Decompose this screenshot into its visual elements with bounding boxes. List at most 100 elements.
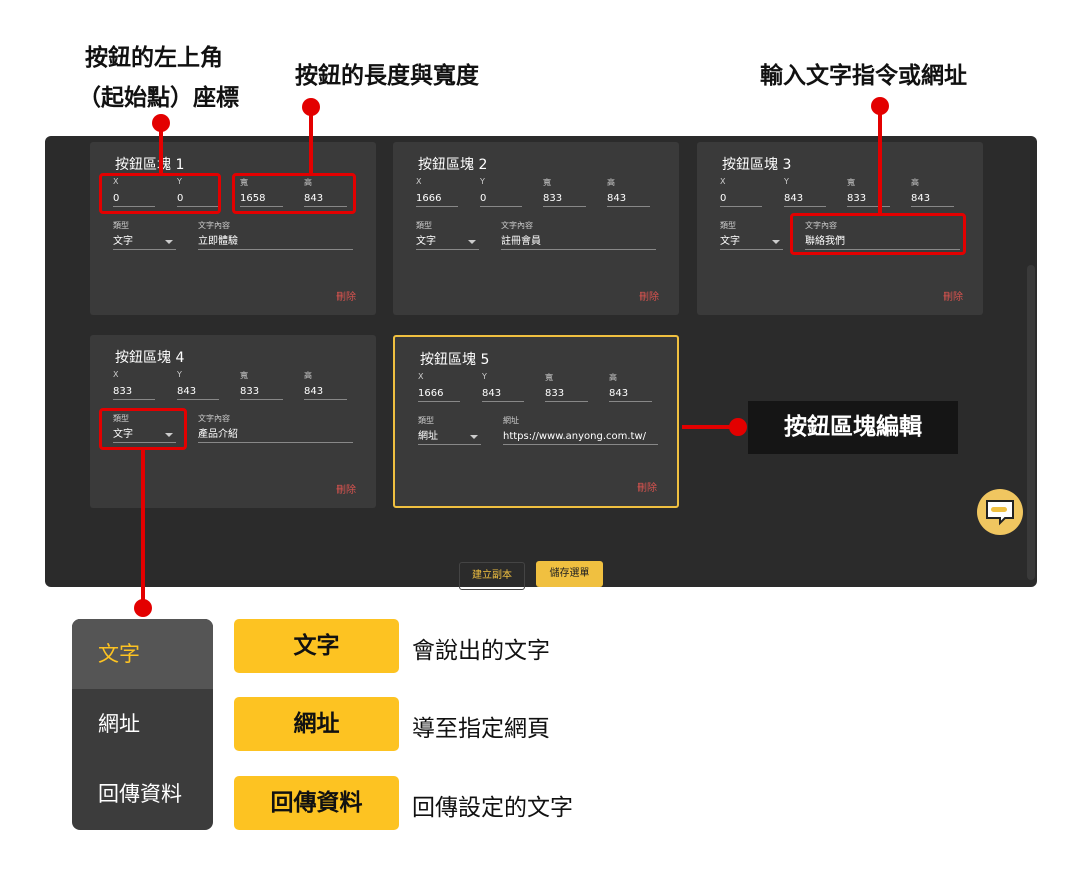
content-value: 註冊會員 <box>501 236 541 247</box>
height-field[interactable]: 高 843 <box>304 371 347 400</box>
chevron-down-icon <box>470 435 478 439</box>
y-label: Y <box>177 370 182 379</box>
annotation-content: 輸入文字指令或網址 <box>760 63 967 89</box>
y-value: 843 <box>784 193 804 204</box>
type-field[interactable]: 類型文字 <box>720 221 783 250</box>
card-title: 按鈕區塊 5 <box>420 352 490 368</box>
width-label: 寬 <box>240 371 248 380</box>
height-value: 843 <box>607 193 627 204</box>
height-field[interactable]: 高 843 <box>609 373 652 402</box>
y-label: Y <box>177 177 182 186</box>
chat-bubble-icon <box>986 500 1014 526</box>
legend-desc-url: 導至指定網頁 <box>412 716 550 742</box>
width-label: 寬 <box>847 178 855 187</box>
menu-item-postback[interactable]: 回傳資料 <box>98 782 182 806</box>
height-value: 843 <box>304 386 324 397</box>
width-value: 833 <box>545 388 565 399</box>
card-title: 按鈕區塊 3 <box>722 157 792 173</box>
content-value: 產品介紹 <box>198 429 238 440</box>
card-title: 按鈕區塊 4 <box>115 350 185 366</box>
content-value: 立即體驗 <box>198 236 238 247</box>
x-value: 833 <box>113 386 133 397</box>
delete-button[interactable]: 刪除 <box>336 485 356 496</box>
card-title: 按鈕區塊 1 <box>115 157 185 173</box>
card-title: 按鈕區塊 2 <box>418 157 488 173</box>
content-field[interactable]: 文字內容聯絡我們 <box>805 221 960 250</box>
y-label: Y <box>482 372 487 381</box>
x-value: 1666 <box>416 193 442 204</box>
scrollbar[interactable] <box>1027 265 1035 580</box>
type-dropdown-menu: 文字 網址 回傳資料 <box>72 619 213 830</box>
height-label: 高 <box>304 371 312 380</box>
highlight-xy <box>99 173 221 214</box>
content-field[interactable]: 文字內容立即體驗 <box>198 221 353 250</box>
height-label: 高 <box>609 373 617 382</box>
x-label: X <box>720 177 726 186</box>
annotation-dot <box>729 418 747 436</box>
height-value: 843 <box>304 193 324 204</box>
content-field[interactable]: 文字內容產品介紹 <box>198 414 353 443</box>
annotation-edit-label: 按鈕區塊編輯 <box>748 401 958 454</box>
type-value: 文字 <box>416 236 436 247</box>
annotation-dot <box>134 599 152 617</box>
width-value: 833 <box>543 193 563 204</box>
width-label: 寬 <box>543 178 551 187</box>
x-label: X <box>113 177 119 186</box>
highlight-type <box>99 408 187 450</box>
y-value: 0 <box>480 193 487 204</box>
legend-desc-postback: 回傳設定的文字 <box>412 795 573 821</box>
type-field[interactable]: 類型文字 <box>113 221 176 250</box>
width-field[interactable]: 寬 833 <box>543 178 586 207</box>
delete-button[interactable]: 刪除 <box>637 483 657 494</box>
type-value: 網址 <box>418 431 438 442</box>
delete-button[interactable]: 刪除 <box>336 292 356 303</box>
chat-button[interactable] <box>977 489 1023 535</box>
delete-button[interactable]: 刪除 <box>639 292 659 303</box>
height-label: 高 <box>911 178 919 187</box>
type-value: 文字 <box>113 236 133 247</box>
content-label: 文字內容 <box>198 414 230 423</box>
type-label: 類型 <box>113 414 129 423</box>
chevron-down-icon <box>468 240 476 244</box>
height-value: 843 <box>609 388 629 399</box>
legend-label-postback: 回傳資料 <box>234 776 399 830</box>
x-value: 0 <box>720 193 727 204</box>
delete-button[interactable]: 刪除 <box>943 292 963 303</box>
type-value: 文字 <box>113 429 133 440</box>
y-value: 0 <box>177 193 184 204</box>
type-field[interactable]: 類型文字 <box>113 414 176 443</box>
chevron-down-icon <box>772 240 780 244</box>
content-field[interactable]: 文字內容註冊會員 <box>501 221 656 250</box>
menu-item-url[interactable]: 網址 <box>98 712 140 736</box>
highlight-size <box>232 173 356 214</box>
type-field[interactable]: 類型文字 <box>416 221 479 250</box>
legend-label-text: 文字 <box>234 619 399 673</box>
duplicate-button[interactable]: 建立副本 <box>459 562 525 590</box>
type-field[interactable]: 類型網址 <box>418 416 481 445</box>
save-menu-button[interactable]: 儲存選單 <box>536 561 603 587</box>
menu-item-text[interactable]: 文字 <box>72 619 213 689</box>
